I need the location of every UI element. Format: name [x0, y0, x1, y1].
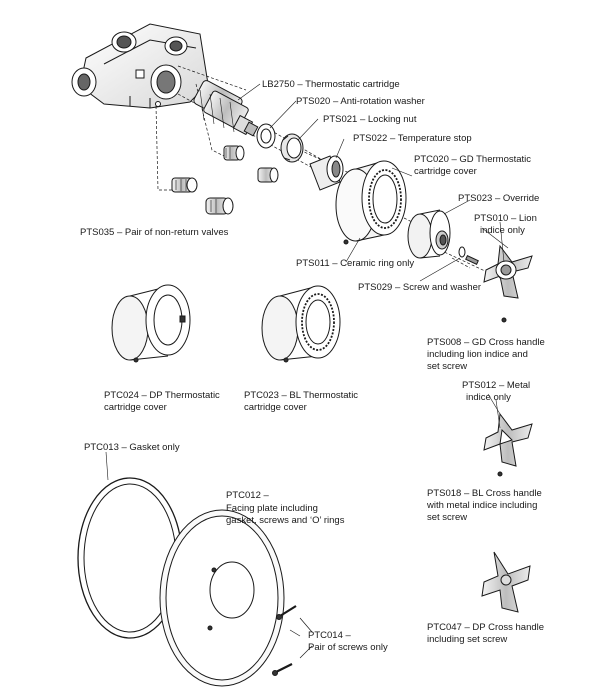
label-pts008-line3: set screw	[427, 361, 468, 372]
gd-cross-handle	[483, 221, 533, 323]
label-ptc012-line2: Facing plate including	[226, 503, 318, 514]
label-pts035: PTS035 – Pair of non-return valves	[80, 227, 229, 238]
dp-cross-handle	[481, 551, 531, 613]
valve-body	[71, 23, 209, 109]
label-pts023: PTS023 – Override	[458, 193, 540, 204]
label-pts029: PTS029 – Screw and washer	[358, 282, 482, 293]
label-pts018-line1: PTS018 – BL Cross handle	[427, 488, 542, 499]
label-ptc020-line1: PTC020 – GD Thermostatic	[414, 154, 532, 165]
label-pts012-line1: PTS012 – Metal	[462, 380, 531, 391]
label-ptc023-line2: cartridge cover	[244, 402, 307, 413]
leader-lines	[105, 83, 509, 637]
gd-cartridge-cover	[335, 160, 407, 245]
label-pts018-line2: with metal indice including	[427, 500, 538, 511]
label-pts047-line1: PTC047 – DP Cross handle	[427, 622, 545, 633]
bl-cartridge-cover	[261, 285, 341, 363]
non-return-valve-lower	[257, 167, 279, 183]
non-return-valve-upper	[223, 145, 245, 161]
temperature-stop	[309, 155, 344, 191]
label-ptc012-line1: PTC012 –	[226, 490, 269, 501]
label-ptc024-line2: cartridge cover	[104, 402, 167, 413]
label-pts022: PTS022 – Temperature stop	[353, 133, 472, 144]
label-ptc014-line1: PTC014 –	[308, 630, 351, 641]
dp-cartridge-cover	[111, 284, 191, 363]
bl-cross-handle	[483, 399, 533, 477]
facing-plate	[159, 509, 285, 687]
non-return-valves-pair	[171, 177, 234, 215]
label-ptc024-line1: PTC024 – DP Thermostatic	[104, 390, 220, 401]
label-lb2750: LB2750 – Thermostatic cartridge	[262, 79, 400, 90]
screws-pair	[272, 605, 313, 676]
label-ptc014-line2: Pair of screws only	[308, 642, 388, 653]
locking-nut	[280, 133, 304, 163]
label-ptc020-line2: cartridge cover	[414, 166, 477, 177]
label-pts018-line3: set screw	[427, 512, 468, 523]
label-ptc012-line3: gasket, screws and ‘O’ rings	[226, 515, 345, 526]
label-ptc023-line1: PTC023 – BL Thermostatic	[244, 390, 359, 401]
label-pts020: PTS020 – Anti-rotation washer	[296, 96, 425, 107]
label-pts021: PTS021 – Locking nut	[323, 114, 417, 125]
label-pts011: PTS011 – Ceramic ring only	[296, 258, 415, 269]
label-pts008-line1: PTS008 – GD Cross handle	[427, 337, 545, 348]
label-pts012-line2: indice only	[466, 392, 511, 403]
label-pts008-line2: including lion indice and	[427, 349, 528, 360]
override-knob	[407, 209, 451, 259]
thermostatic-cartridge	[193, 80, 259, 137]
screw-and-washer	[458, 246, 479, 266]
label-ptc013: PTC013 – Gasket only	[84, 442, 180, 453]
label-pts010-line1: PTS010 – Lion	[474, 213, 537, 224]
label-pts010-line2: indice only	[480, 225, 525, 236]
label-pts047-line2: including set screw	[427, 634, 508, 645]
